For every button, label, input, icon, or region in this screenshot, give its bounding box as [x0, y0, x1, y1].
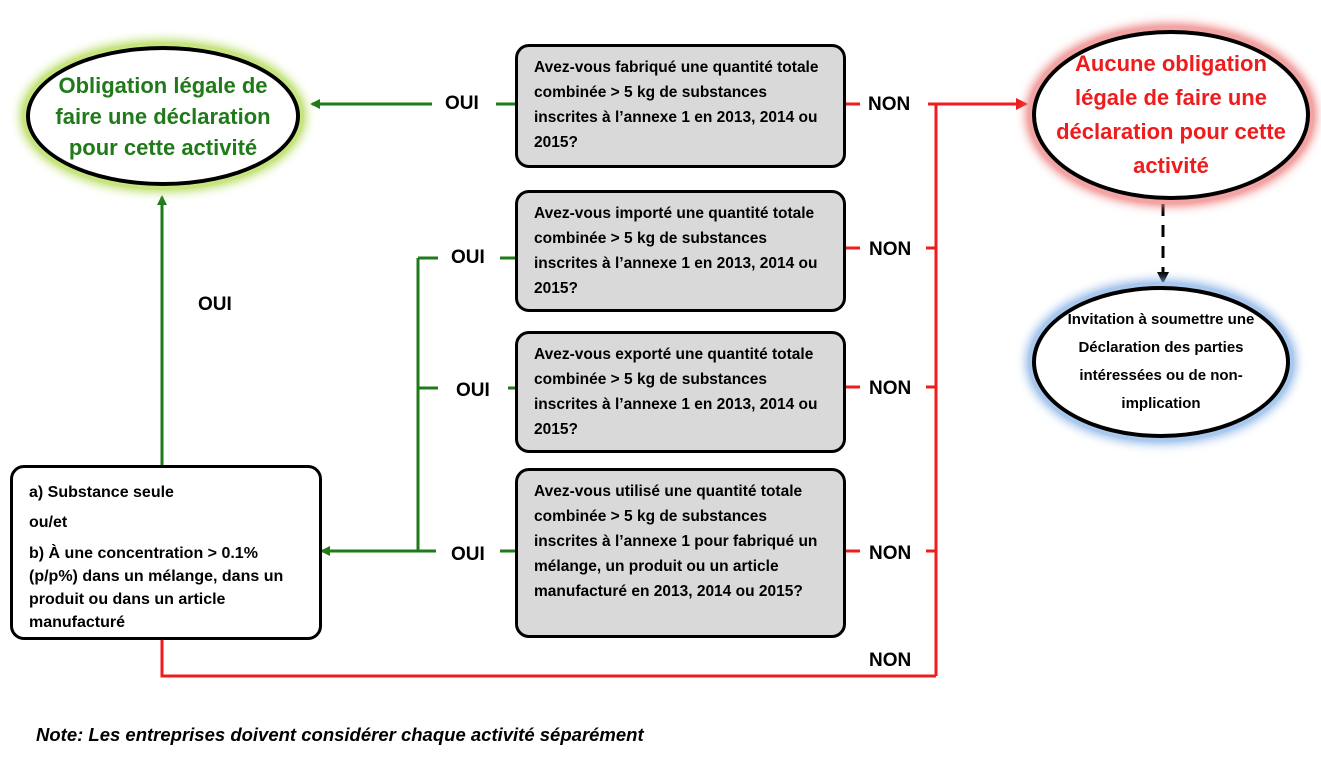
- label-non-q1: NON: [868, 94, 911, 115]
- label-non-q4: NON: [869, 543, 912, 564]
- invitation-outcome: Invitation à soumettre une Déclaration d…: [1032, 286, 1290, 438]
- obligation-outcome-text: Obligation légale de faire une déclarati…: [55, 72, 271, 160]
- label-oui-q3: OUI: [456, 380, 490, 401]
- red-line-criteria-bottom: [160, 640, 936, 678]
- question-exported: Avez-vous exporté une quantité totale co…: [515, 331, 846, 453]
- criteria-line-b: b) À une concentration > 0.1% (p/p%) dan…: [29, 545, 284, 631]
- invitation-outcome-text: Invitation à soumettre une Déclaration d…: [1067, 311, 1255, 412]
- label-oui-q2: OUI: [451, 247, 485, 268]
- label-oui-q1: OUI: [445, 93, 479, 114]
- footnote: Note: Les entreprises doivent considérer…: [36, 724, 644, 745]
- criteria-box: a) Substance seule ou/et b) À une concen…: [10, 465, 322, 640]
- label-oui-vertical: OUI: [198, 294, 232, 315]
- criteria-line-a: a) Substance seule: [29, 484, 174, 501]
- label-non-q3: NON: [869, 378, 912, 399]
- no-obligation-outcome: Aucune obligation légale de faire une dé…: [1032, 30, 1310, 200]
- question-imported: Avez-vous importé une quantité totale co…: [515, 190, 846, 312]
- label-non-bottom: NON: [869, 650, 912, 671]
- obligation-outcome: Obligation légale de faire une déclarati…: [26, 46, 300, 186]
- label-non-q2: NON: [869, 239, 912, 260]
- no-obligation-outcome-text: Aucune obligation légale de faire une dé…: [1056, 51, 1286, 178]
- question-used: Avez-vous utilisé une quantité totale co…: [515, 468, 846, 638]
- question-manufactured: Avez-vous fabriqué une quantité totale c…: [515, 44, 846, 168]
- criteria-line-or: ou/et: [29, 514, 68, 531]
- label-oui-q4: OUI: [451, 544, 485, 565]
